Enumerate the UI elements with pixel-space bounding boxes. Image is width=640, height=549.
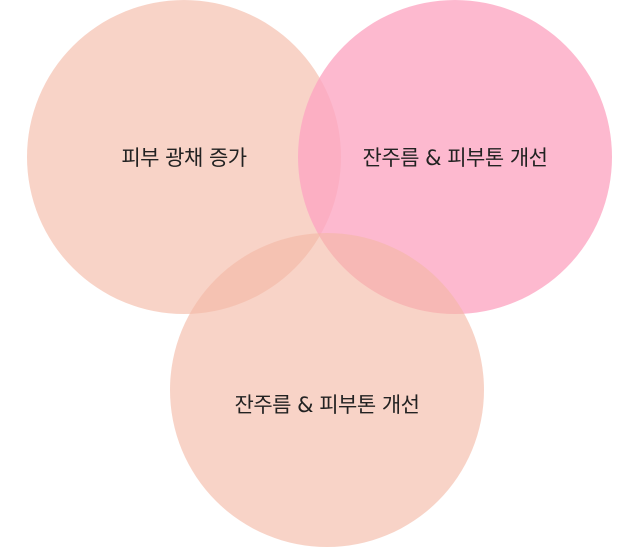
venn-circle-right	[298, 0, 612, 314]
venn-circle-left	[27, 0, 341, 314]
venn-label-bottom: 잔주름 & 피부톤 개선	[234, 393, 420, 417]
venn-label-right: 잔주름 & 피부톤 개선	[362, 146, 548, 170]
venn-circle-bottom	[170, 233, 484, 547]
venn-label-left: 피부 광채 증가	[121, 146, 247, 170]
